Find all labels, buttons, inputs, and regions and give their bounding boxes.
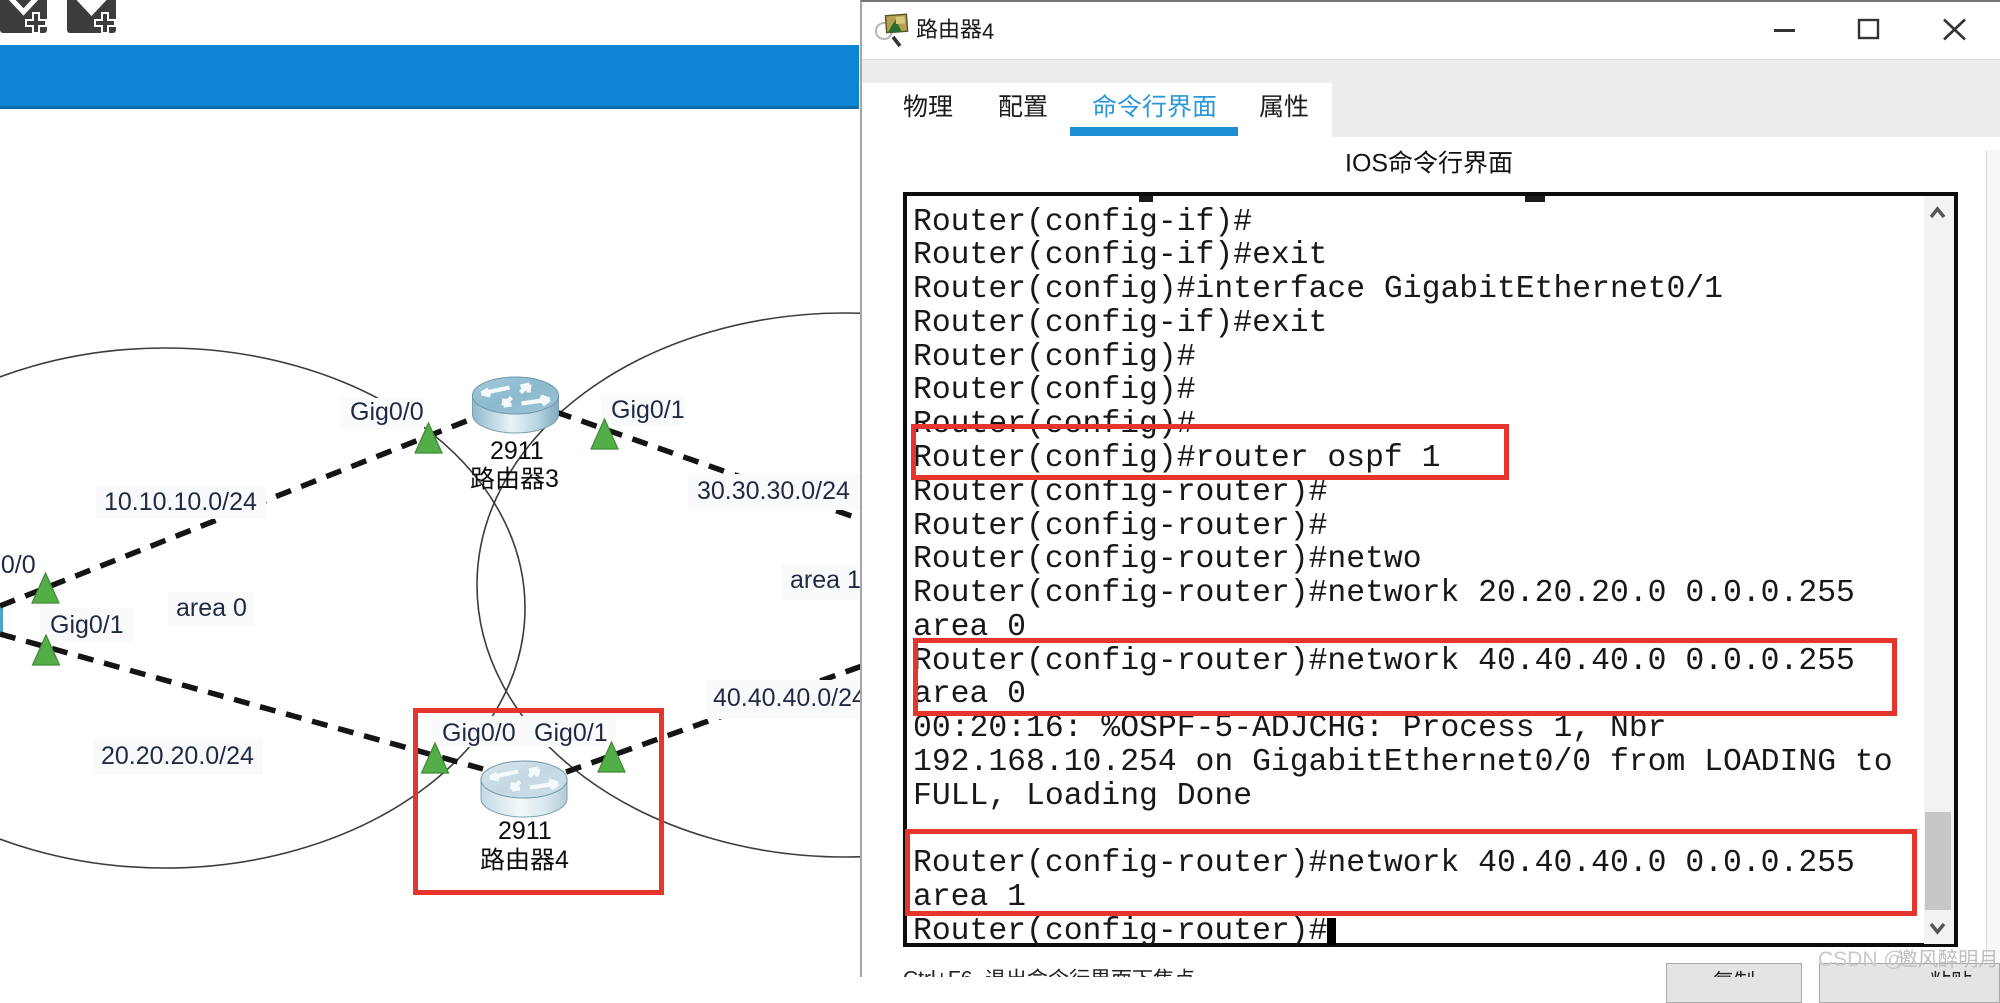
svg-text:2911: 2911 <box>498 817 552 845</box>
svg-text:40.40.40.0/24: 40.40.40.0/24 <box>713 684 862 712</box>
svg-text:30.30.30.0/24: 30.30.30.0/24 <box>697 477 850 505</box>
svg-text:Gig0/1: Gig0/1 <box>50 611 124 639</box>
svg-text:4: 4 <box>555 846 569 874</box>
svg-text:area 0: area 0 <box>176 594 247 622</box>
svg-text:Gig0/0: Gig0/0 <box>0 551 36 579</box>
svg-text:Gig0/1: Gig0/1 <box>534 719 608 747</box>
svg-text:Gig0/0: Gig0/0 <box>442 719 516 747</box>
svg-text:Gig0/1: Gig0/1 <box>611 396 685 424</box>
svg-text:3: 3 <box>545 465 559 493</box>
svg-text:Gig0/0: Gig0/0 <box>350 398 424 426</box>
svg-text:10.10.10.0/24: 10.10.10.0/24 <box>104 488 257 516</box>
svg-text:area 1: area 1 <box>790 566 861 594</box>
svg-text:20.20.20.0/24: 20.20.20.0/24 <box>101 742 254 770</box>
svg-text:2911: 2911 <box>490 437 544 465</box>
